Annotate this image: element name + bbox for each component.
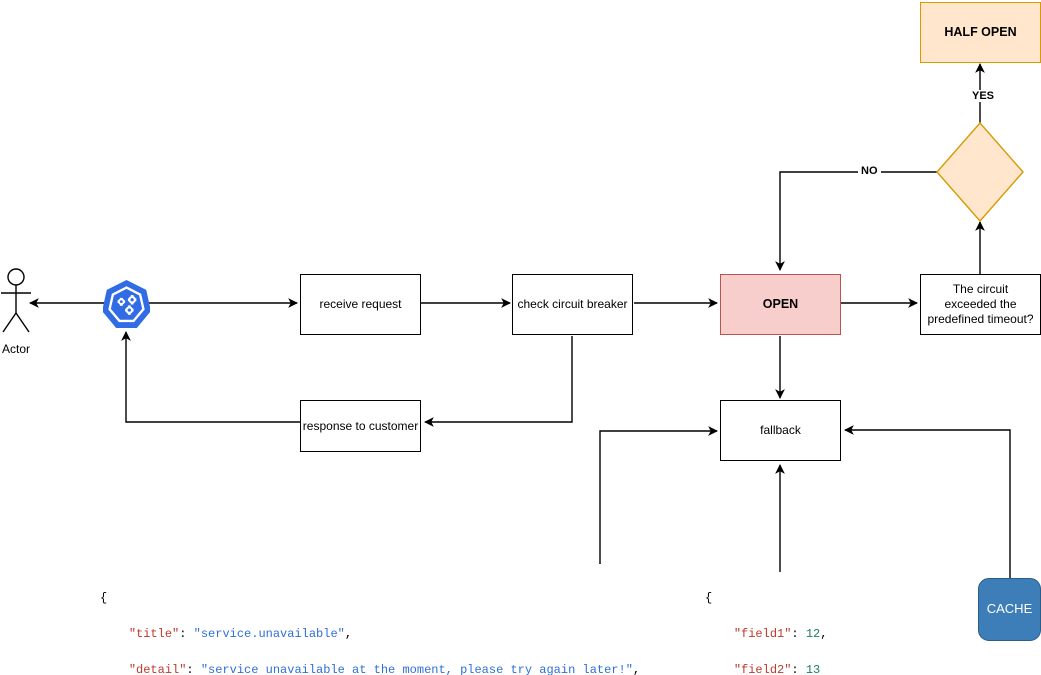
code-token-value-field1: 12 <box>805 627 821 641</box>
edge-response-to-k8s <box>121 331 300 423</box>
edge-check-to-response <box>424 336 573 427</box>
code-token-comma: , <box>632 663 641 675</box>
code-token-brace-open: { <box>100 591 108 605</box>
node-half-open[interactable]: HALF OPEN <box>920 2 1041 63</box>
node-cache[interactable]: CACHE <box>978 578 1041 641</box>
edge-error-payload-to-fallback <box>599 426 718 564</box>
node-fallback-label: fallback <box>760 423 801 437</box>
node-timeout-question-label: The circuit exceeded the predefined time… <box>927 282 1034 326</box>
code-token-colon: : <box>186 663 201 675</box>
code-block-cache-payload: { "field1": 12, "field2": 13 ...... } <box>705 571 827 675</box>
code-line: { <box>705 589 827 607</box>
node-response-to-customer-label: response to customer <box>302 418 419 433</box>
edge-cache-to-fallback <box>844 425 1011 580</box>
edge-label-yes: YES <box>969 90 998 102</box>
node-timeout-question[interactable]: The circuit exceeded the predefined time… <box>920 274 1041 335</box>
code-block-error-payload: { "title": "service.unavailable", "detai… <box>100 571 640 675</box>
edge-label-no: NO <box>858 165 881 177</box>
actor-stick-figure-icon <box>1 268 31 333</box>
code-line: { <box>100 589 640 607</box>
node-check-circuit-breaker[interactable]: check circuit breaker <box>512 274 633 335</box>
node-open[interactable]: OPEN <box>720 274 841 335</box>
code-token-key-title: "title" <box>128 627 180 641</box>
node-check-circuit-breaker-label: check circuit breaker <box>517 297 628 311</box>
node-fallback[interactable]: fallback <box>720 400 841 461</box>
node-receive-request-label: receive request <box>319 297 402 311</box>
code-token-key-field1: "field1" <box>733 627 792 641</box>
code-token-value-title: "service.unavailable" <box>193 627 345 641</box>
code-line: "field2": 13 <box>705 661 827 675</box>
node-cache-label: CACHE <box>986 601 1033 617</box>
code-line: "field1": 12, <box>705 625 828 643</box>
actor-label: Actor <box>2 342 31 356</box>
code-token-key-field2: "field2" <box>733 663 792 675</box>
node-decision-diamond[interactable] <box>936 122 1024 222</box>
code-line: "title": "service.unavailable", <box>100 625 640 643</box>
code-token-colon: : <box>179 627 194 641</box>
node-half-open-label: HALF OPEN <box>944 24 1017 39</box>
kubernetes-icon[interactable] <box>103 279 150 329</box>
code-token-value-detail: "service unavailable at the moment, plea… <box>200 663 633 675</box>
code-token-value-field2: 13 <box>805 663 821 675</box>
node-receive-request[interactable]: receive request <box>300 274 421 335</box>
code-token-comma: , <box>820 627 828 641</box>
code-line: "detail": "service unavailable at the mo… <box>100 661 640 675</box>
node-open-label: OPEN <box>762 296 799 311</box>
code-token-brace-open: { <box>705 591 713 605</box>
node-response-to-customer[interactable]: response to customer <box>300 400 421 452</box>
code-token-colon: : <box>791 627 806 641</box>
code-token-key-detail: "detail" <box>128 663 187 675</box>
edge-diamond-to-open <box>775 171 938 271</box>
code-token-colon: : <box>791 663 806 675</box>
code-token-comma: , <box>344 627 353 641</box>
